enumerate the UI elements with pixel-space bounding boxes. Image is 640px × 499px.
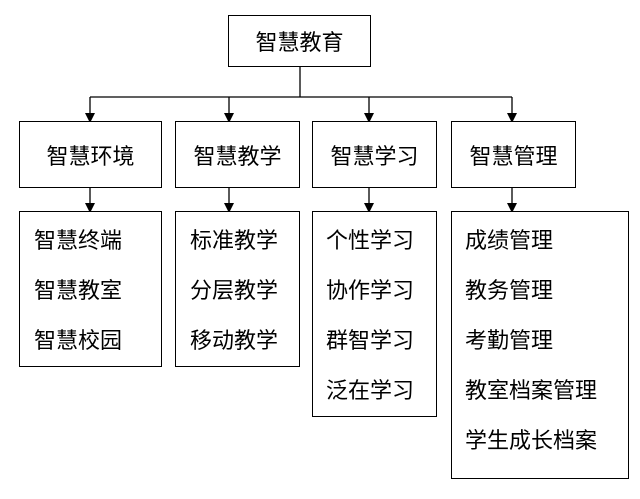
list-item: 成绩管理 — [465, 229, 554, 254]
sub-list-smart-management: 成绩管理 教务管理 考勤管理 教室档案管理 学生成长档案 — [451, 211, 629, 479]
list-item: 智慧校园 — [34, 329, 123, 354]
branch-node-smart-environment: 智慧环境 — [19, 121, 162, 188]
list-item: 协作学习 — [326, 279, 415, 304]
root-node-label: 智慧教育 — [255, 31, 344, 56]
list-item: 个性学习 — [326, 229, 415, 254]
list-item: 移动教学 — [190, 329, 279, 354]
list-item: 分层教学 — [190, 279, 279, 304]
list-item: 教务管理 — [465, 279, 554, 304]
list-item: 标准教学 — [190, 229, 279, 254]
list-item: 泛在学习 — [326, 379, 415, 404]
sub-list-smart-teaching: 标准教学 分层教学 移动教学 — [175, 211, 300, 367]
list-item: 智慧终端 — [34, 229, 123, 254]
sub-list-smart-learning: 个性学习 协作学习 群智学习 泛在学习 — [312, 211, 437, 417]
branch-node-smart-teaching: 智慧教学 — [175, 121, 300, 188]
branch-node-label: 智慧学习 — [330, 144, 419, 170]
branch-node-label: 智慧教学 — [193, 144, 282, 170]
branch-node-smart-learning: 智慧学习 — [312, 121, 437, 188]
list-item: 考勤管理 — [465, 329, 554, 354]
branch-node-smart-management: 智慧管理 — [451, 121, 576, 188]
list-item: 教室档案管理 — [465, 379, 598, 404]
sub-list-smart-environment: 智慧终端 智慧教室 智慧校园 — [19, 211, 162, 367]
list-item: 群智学习 — [326, 329, 415, 354]
branch-node-label: 智慧环境 — [46, 144, 135, 170]
list-item: 学生成长档案 — [465, 429, 598, 454]
list-item: 智慧教室 — [34, 279, 123, 304]
branch-node-label: 智慧管理 — [469, 144, 558, 170]
root-node: 智慧教育 — [228, 15, 371, 67]
